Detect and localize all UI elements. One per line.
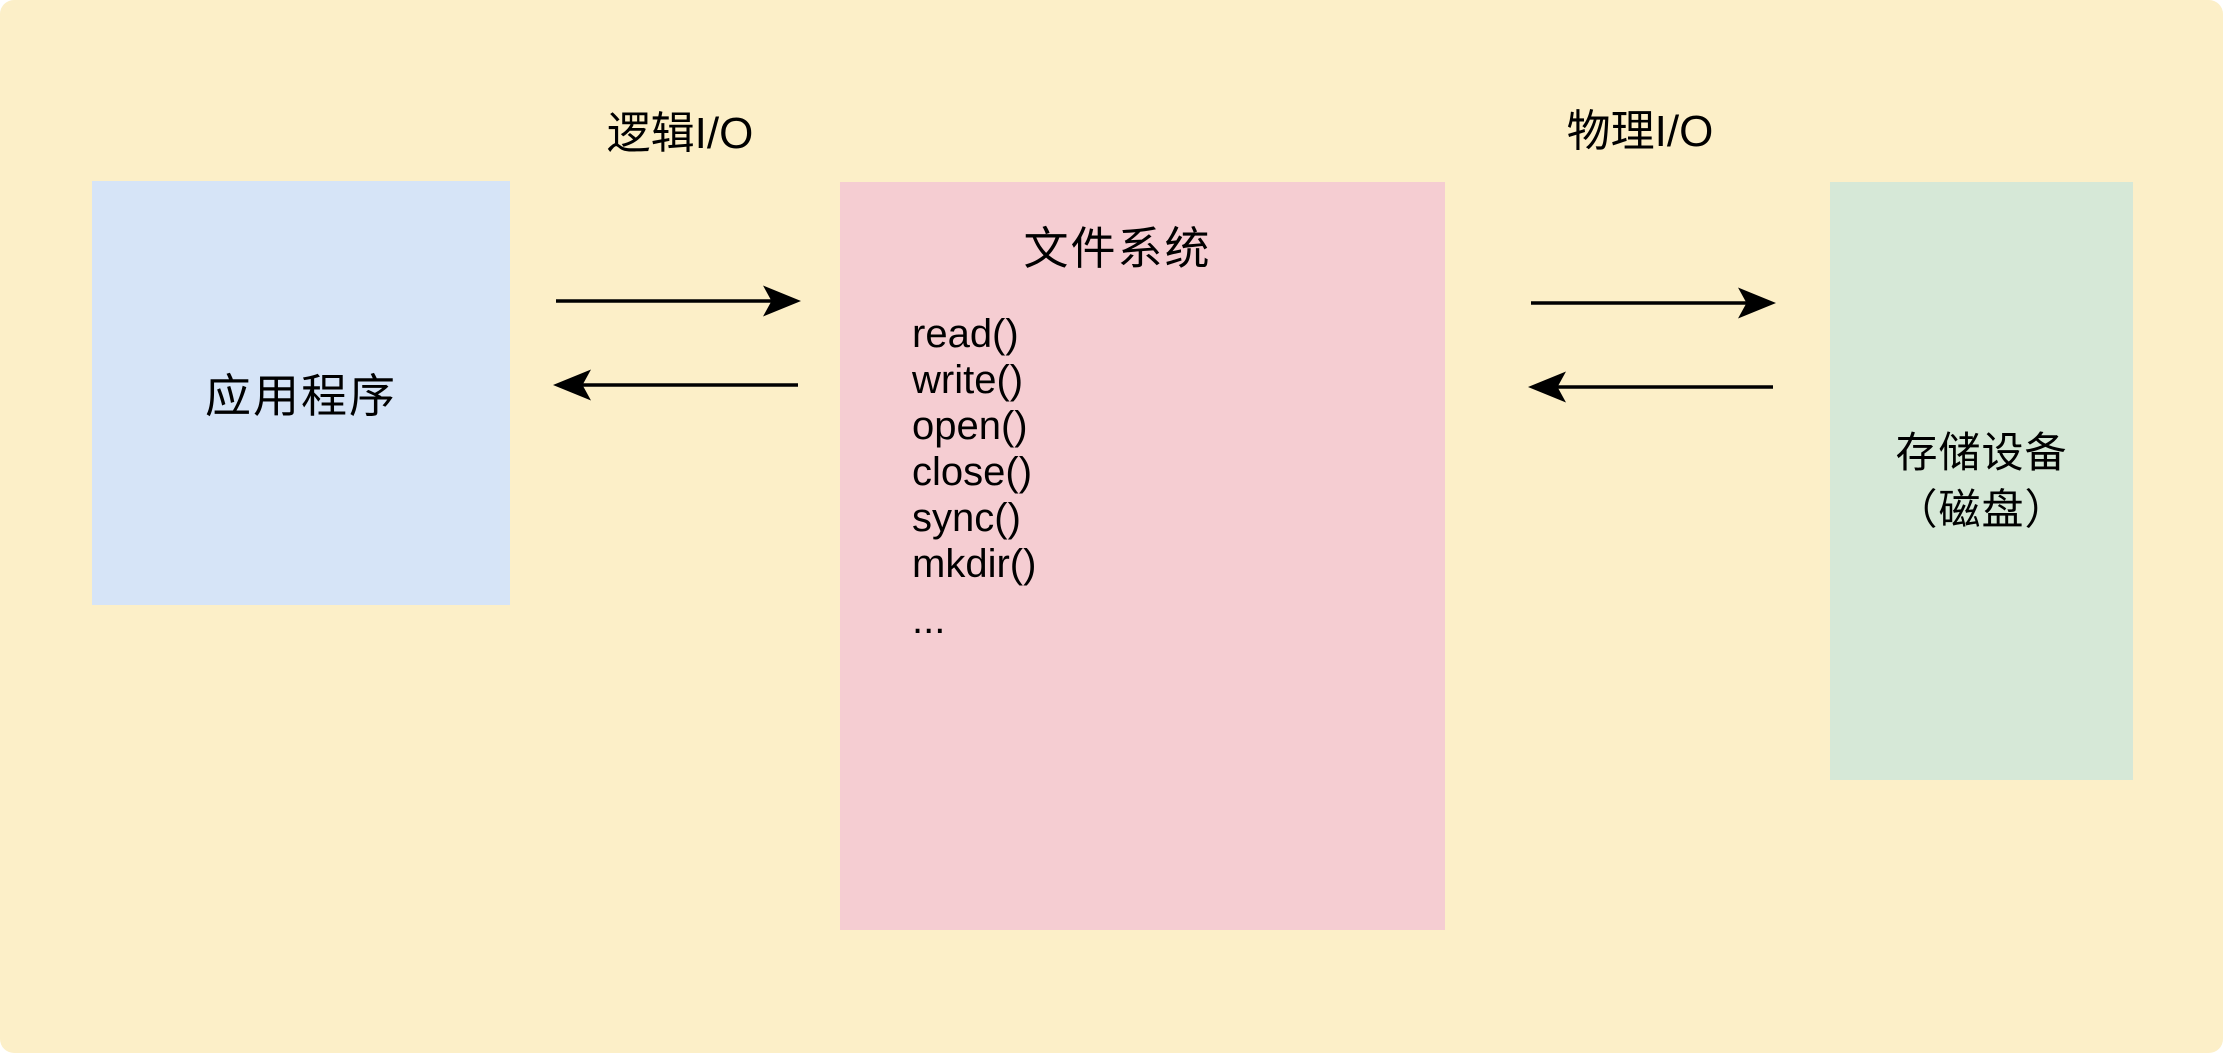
filesystem-function-item: read() (912, 312, 1019, 356)
application-label: 应用程序 (205, 370, 397, 422)
filesystem-function-item: mkdir() (912, 542, 1037, 586)
filesystem-function-item: sync() (912, 496, 1021, 540)
storage-box: 存储设备 （磁盘） (1830, 182, 2133, 780)
filesystem-function-item: write() (912, 358, 1024, 402)
storage-label-line2: （磁盘） (1895, 486, 2068, 533)
arrow-left-icon (1528, 369, 1776, 405)
filesystem-title: 文件系统 (1023, 223, 1212, 274)
physical-io-label: 物理I/O (1566, 107, 1714, 156)
arrow-right-icon (553, 283, 801, 319)
filesystem-function-item: ... (912, 598, 946, 642)
arrow-left-icon (553, 367, 801, 403)
filesystem-function-list: read()write()open()close()sync()mkdir().… (840, 311, 1445, 643)
filesystem-box: 文件系统 read()write()open()close()sync()mkd… (840, 182, 1445, 930)
application-box: 应用程序 (92, 181, 510, 605)
storage-label-line1: 存储设备 (1895, 429, 2068, 476)
filesystem-function-item: close() (912, 450, 1033, 494)
arrow-right-icon (1528, 285, 1776, 321)
logical-io-label: 逻辑I/O (606, 109, 754, 158)
filesystem-function-item: open() (912, 404, 1028, 448)
